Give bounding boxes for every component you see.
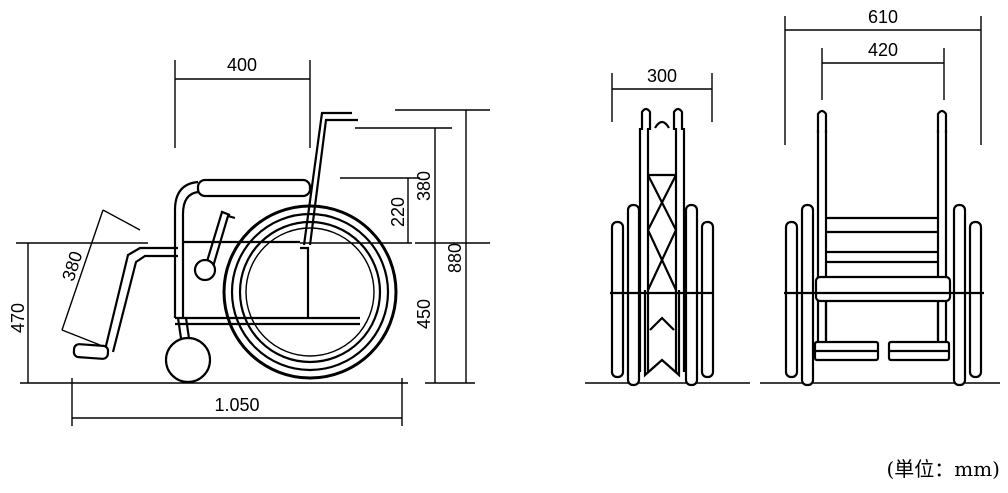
- dim-label-610: 610: [868, 7, 898, 27]
- dim-label-470: 470: [8, 303, 28, 333]
- dim-label-420: 420: [868, 40, 898, 60]
- folded-view: 300: [585, 66, 750, 387]
- wheelchair-folded-drawing: [610, 107, 715, 387]
- dim-line-footrest-380: [61, 209, 104, 331]
- wheelchair-front-drawing: [784, 109, 984, 387]
- dim-label-300: 300: [647, 66, 677, 86]
- unit-label: (単位：mm): [886, 457, 1000, 481]
- side-view: 400 1.050 470 380 220 380 450 880: [8, 55, 490, 426]
- wheelchair-side-drawing: [72, 111, 398, 384]
- dim-label-footrest-380: 380: [58, 249, 86, 284]
- front-view: 610 420: [760, 7, 1000, 387]
- dim-label-400: 400: [227, 55, 257, 75]
- dim-label-880: 880: [445, 243, 465, 273]
- dim-label-220: 220: [388, 197, 408, 227]
- dim-label-1050: 1.050: [214, 395, 259, 415]
- side-rear-wheel: [222, 204, 398, 380]
- dim-label-450: 450: [414, 299, 434, 329]
- dim-label-armrest-380: 380: [414, 171, 434, 201]
